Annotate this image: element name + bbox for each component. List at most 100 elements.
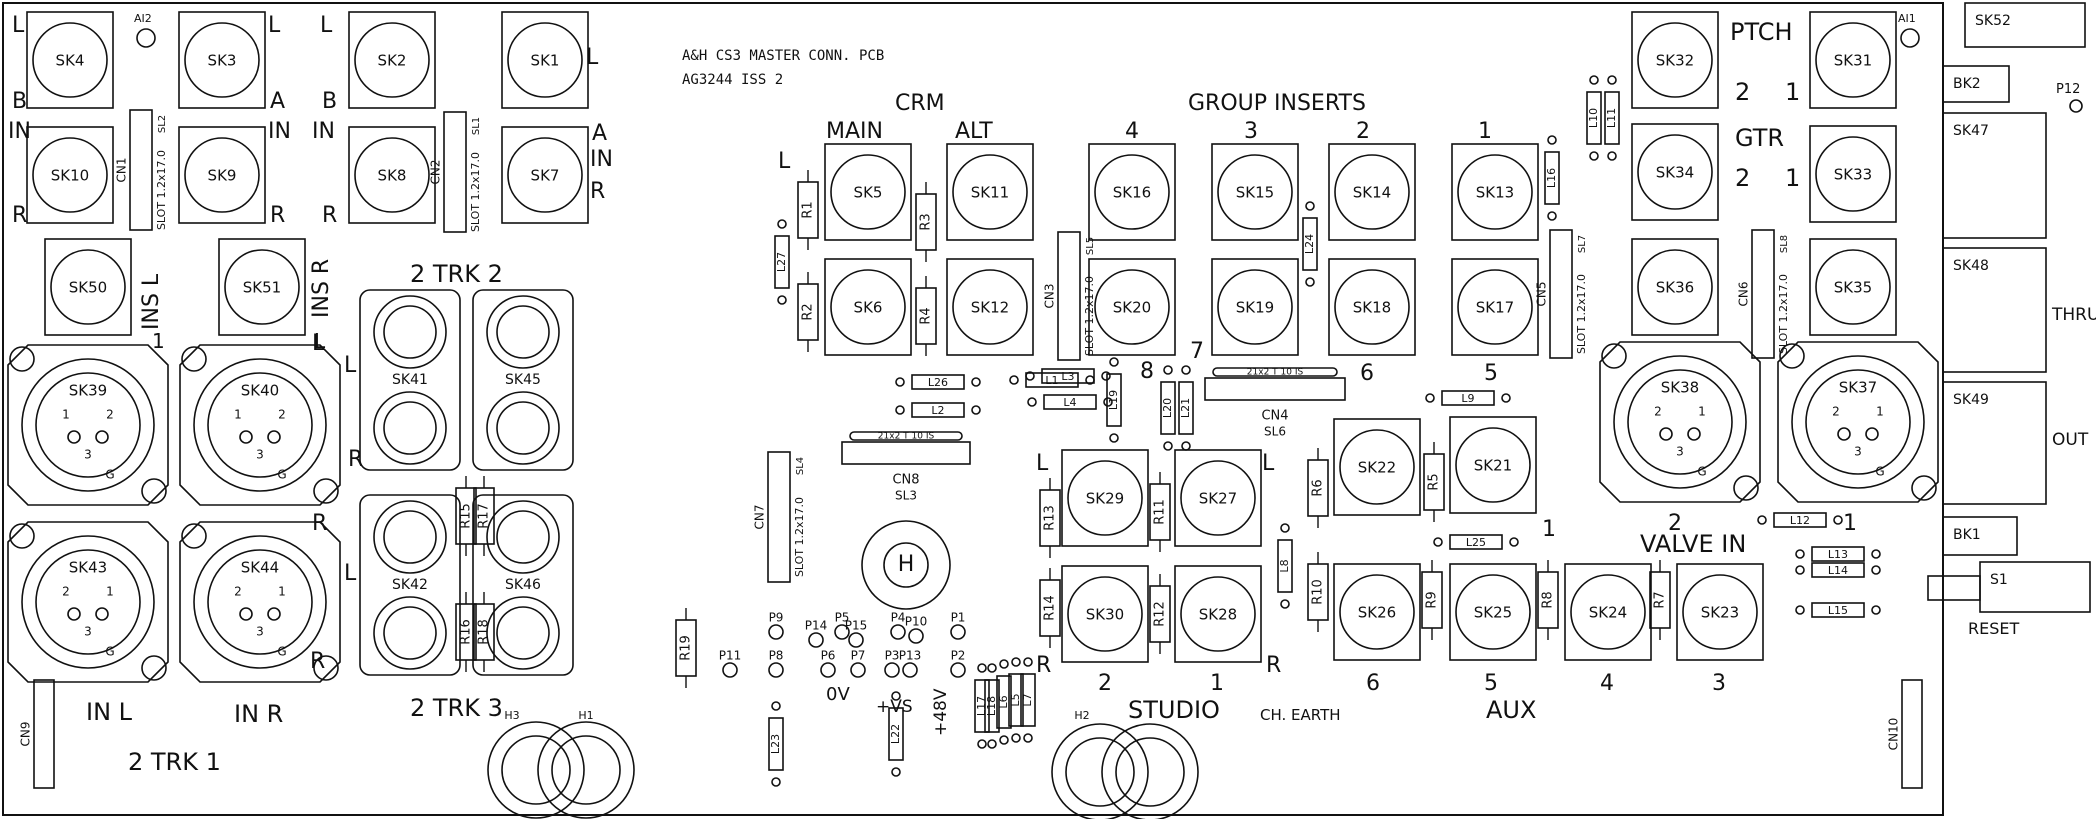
socket-sk30: SK30 — [1061, 565, 1149, 663]
socket-pad — [1174, 565, 1262, 663]
socket-sk15: SK15 — [1211, 143, 1299, 241]
edge-sk48: SK48 — [1942, 247, 2047, 373]
connector-label: CN9 — [19, 722, 33, 747]
label-sk3-a: A — [270, 89, 285, 114]
socket-pad — [1631, 238, 1719, 336]
inductor-pad — [1025, 371, 1035, 381]
inductor-label: L14 — [1828, 564, 1848, 577]
label-sk9-r: R — [270, 203, 285, 228]
inductor-body — [1178, 381, 1194, 435]
socket-pad — [946, 258, 1034, 356]
label-aux-1: 1 — [1542, 517, 1556, 542]
inductor-label: L20 — [1161, 398, 1174, 418]
phono-ring — [373, 391, 447, 465]
test-point-p4: P4 — [890, 611, 906, 640]
socket-sk2: SK2 — [348, 11, 436, 109]
test-point-label: P3 — [885, 649, 900, 663]
xlr-pin-label: 2 — [1832, 405, 1840, 419]
resistor-label: R17 — [477, 503, 492, 529]
socket-pad — [1174, 449, 1262, 547]
inductor-l20: L20 — [1160, 365, 1176, 451]
phono-ring — [486, 500, 560, 574]
resistor-r2: R2 — [797, 272, 819, 352]
socket-pad — [1676, 563, 1764, 661]
socket-pad — [1333, 418, 1421, 516]
phono-core — [496, 401, 550, 455]
socket-ring — [1682, 574, 1758, 650]
inductor-l4: L4 — [1027, 394, 1113, 410]
test-point-p6: P6 — [820, 649, 836, 678]
test-point-pad — [722, 662, 738, 678]
label-studio-r: R — [1266, 653, 1281, 678]
resistor-label: R11 — [1153, 499, 1168, 525]
xlr-pin — [267, 607, 281, 621]
socket-ring — [32, 137, 108, 213]
resistor-r15: R15 — [455, 476, 477, 556]
label-ptch: PTCH — [1730, 18, 1793, 46]
inductor-pad — [1163, 441, 1173, 451]
test-point-pad — [902, 662, 918, 678]
socket-pad — [1211, 143, 1299, 241]
inductor-label: L16 — [1545, 168, 1558, 188]
socket-pad — [26, 126, 114, 224]
xlr-pin — [267, 430, 281, 444]
socket-pad — [1211, 258, 1299, 356]
xlr-inner — [1805, 369, 1911, 475]
resistor-label: R5 — [1427, 473, 1442, 490]
inductor-pad — [1871, 565, 1881, 575]
phono-ring — [486, 295, 560, 369]
label-sk4-b: B — [12, 89, 27, 114]
xlr-pin — [1687, 427, 1701, 441]
xlr-outer — [193, 358, 327, 492]
slot-label: SL3 — [895, 489, 917, 503]
resistor-label: R2 — [801, 303, 816, 320]
inductor-l16: L16 — [1544, 135, 1560, 221]
inductor-label: L19 — [1107, 390, 1120, 410]
edge-box — [1942, 247, 2047, 373]
test-point-p1: P1 — [950, 611, 966, 640]
edge-box — [1942, 516, 2018, 556]
label-valve-2: 2 — [1668, 511, 1682, 536]
phono-body — [359, 494, 461, 676]
label-2trk2-l: L — [344, 353, 357, 378]
inductor-body — [768, 717, 784, 771]
socket-pad — [1333, 563, 1421, 661]
resistor-r16: R16 — [455, 592, 477, 672]
phono-ring — [373, 596, 447, 670]
inductor-l13: L13 — [1795, 546, 1881, 562]
label-sk8-r: R — [322, 203, 337, 228]
socket-label: SK32 — [1656, 52, 1694, 70]
socket-sk32: SK32 — [1631, 11, 1719, 109]
socket-pad — [1061, 565, 1149, 663]
inductor-l5: L5 — [1008, 657, 1024, 743]
xlr-mount-hole — [1779, 343, 1805, 369]
inductor-pad — [891, 767, 901, 777]
inductor-pad — [987, 739, 997, 749]
inductor-pad — [999, 659, 1009, 669]
socket-sk11: SK11 — [946, 143, 1034, 241]
xlr-pin-label: 1 — [62, 408, 70, 422]
test-point-p7: P7 — [850, 649, 866, 678]
inductor-label: L10 — [1587, 108, 1600, 128]
connector-body — [443, 111, 467, 233]
socket-pad — [946, 143, 1034, 241]
test-point-label: P7 — [851, 649, 866, 663]
socket-pad — [1088, 143, 1176, 241]
inductor-body — [774, 235, 790, 289]
test-point-p9: P9 — [768, 611, 784, 640]
socket-ring — [32, 22, 108, 98]
xlr-body — [179, 344, 341, 506]
inductor-body — [1106, 373, 1122, 427]
inductor-pad — [977, 663, 987, 673]
connector-body — [33, 679, 55, 789]
socket-label: SK26 — [1358, 604, 1396, 622]
label-crm-l: L — [778, 149, 791, 174]
socket-sk1: SK1 — [501, 11, 589, 109]
inductor-pad — [999, 735, 1009, 745]
connector-body — [767, 451, 791, 583]
